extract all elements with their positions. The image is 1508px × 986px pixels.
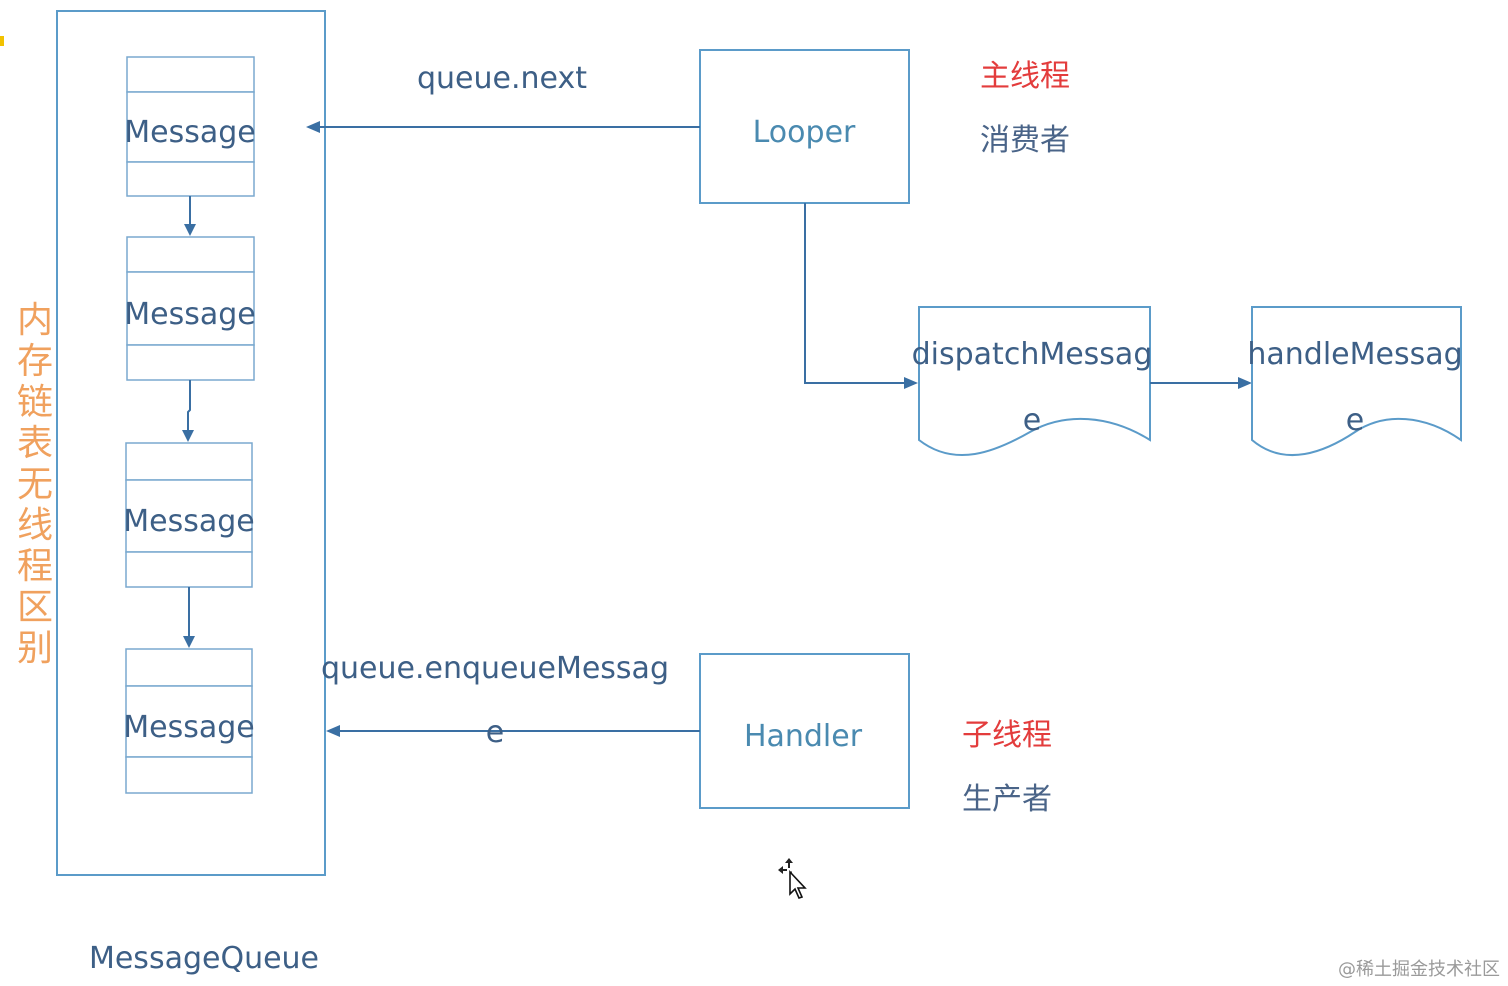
looper-dispatch-arrow xyxy=(804,203,918,389)
dispatch-message-node: dispatchMessag e xyxy=(912,306,1153,456)
dispatch-message-label-cont: e xyxy=(1023,403,1041,438)
message-label: Message xyxy=(123,504,254,539)
message-node-2: Message xyxy=(124,236,256,381)
enqueue-label-cont: e xyxy=(486,715,504,750)
message-label: Message xyxy=(124,297,255,332)
looper-role-label: 消费者 xyxy=(980,123,1070,158)
message-node-4: Message xyxy=(123,648,255,794)
edge-marker xyxy=(0,36,4,46)
queue-next-arrow xyxy=(306,121,700,133)
message-node-1: Message xyxy=(124,56,256,197)
handler-box: Handler xyxy=(699,653,910,809)
side-vertical-label: 内存链表无线程区别 xyxy=(17,300,53,669)
looper-label: Looper xyxy=(753,115,856,150)
side-label: 内存链表无线程区别 xyxy=(17,300,53,669)
message-label: Message xyxy=(123,710,254,745)
message-queue-label: MessageQueue xyxy=(89,941,319,976)
enqueue-label: queue.enqueueMessag xyxy=(321,651,669,686)
message-label: Message xyxy=(124,115,255,150)
message-node-3: Message xyxy=(123,442,255,588)
link-arrow-1-2 xyxy=(184,196,196,236)
handle-message-label-cont: e xyxy=(1346,403,1364,438)
handler-label: Handler xyxy=(744,719,863,754)
dispatch-message-label: dispatchMessag xyxy=(912,337,1153,372)
cursor-icon xyxy=(778,858,807,899)
looper-thread-label: 主线程 xyxy=(980,59,1070,94)
handler-role-label: 生产者 xyxy=(962,782,1052,817)
queue-next-label: queue.next xyxy=(417,61,587,96)
link-arrow-3-4 xyxy=(183,587,195,648)
link-arrow-2-3 xyxy=(182,380,194,442)
watermark-label: @稀土掘金技术社区 xyxy=(1338,959,1500,980)
looper-box: Looper xyxy=(699,49,910,204)
handle-message-node: handleMessag e xyxy=(1247,306,1463,456)
handle-message-label: handleMessag xyxy=(1247,337,1462,372)
dispatch-handle-arrow xyxy=(1150,377,1252,389)
handler-thread-label: 子线程 xyxy=(962,718,1052,753)
enqueue-arrow xyxy=(326,725,700,737)
